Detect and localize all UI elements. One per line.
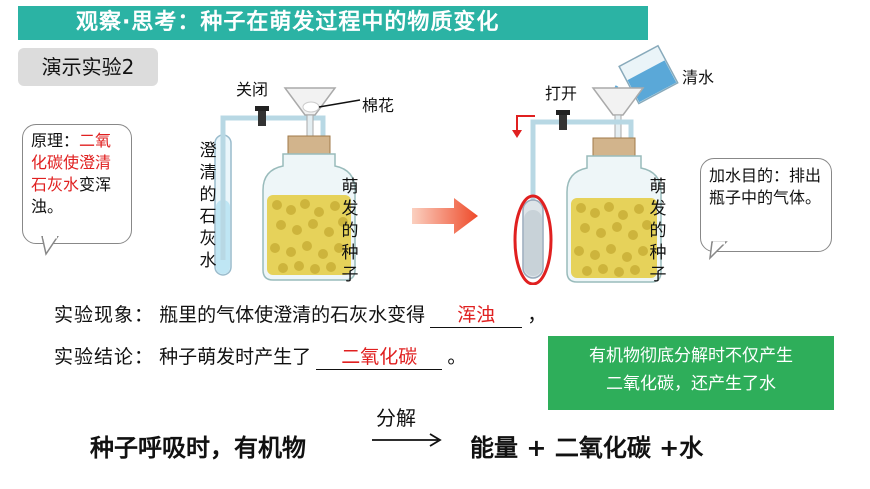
cotton-label: 棉花 [362, 96, 395, 115]
principle-suffix: 变浑浊。 [31, 175, 112, 216]
left-apparatus [214, 87, 361, 281]
green-note-line1: 有机物彻底分解时不仅产生 [589, 346, 793, 366]
left-seeds-label: 萌发的种子 [341, 177, 359, 285]
phenomenon-label: 实验现象： [54, 304, 155, 326]
phenomenon-answer: 浑浊 [430, 300, 523, 328]
phenomenon-row: 实验现象： 瓶里的气体使澄清的石灰水变得 浑浊 ， [54, 300, 546, 328]
conclusion-end: 。 [447, 346, 467, 368]
conclusion-text: 种子萌发时产生了 [159, 346, 312, 368]
equation-right: 能量 + 二氧化碳 +水 [470, 434, 704, 462]
green-note: 有机物彻底分解时不仅产生 二氧化碳，还产生了水 [548, 336, 834, 410]
equation-left: 种子呼吸时，有机物 [90, 434, 306, 462]
limewater-label: 澄清的石灰水 [199, 141, 217, 271]
conclusion-row: 实验结论： 种子萌发时产生了 二氧化碳 。 [54, 342, 466, 370]
bubble-tail-left [41, 236, 59, 256]
right-apparatus [512, 44, 679, 285]
principle-prefix: 原理： [31, 131, 80, 150]
left-valve-label: 关闭 [236, 80, 269, 99]
phenomenon-end: ， [527, 304, 547, 326]
right-seeds-label: 萌发的种子 [649, 177, 667, 285]
green-note-line2: 二氧化碳，还产生了水 [606, 374, 776, 394]
conclusion-answer: 二氧化碳 [316, 342, 443, 370]
conclusion-label: 实验结论： [54, 346, 155, 368]
transition-arrow-icon [412, 198, 478, 234]
water-label: 清水 [682, 68, 715, 87]
purpose-text: 加水目的：排出瓶子中的气体。 [709, 166, 822, 207]
page-title: 观察·思考：种子在萌发过程中的物质变化 [18, 6, 648, 40]
purpose-bubble: 加水目的：排出瓶子中的气体。 [700, 158, 832, 252]
equation-arrow-icon [372, 433, 442, 447]
phenomenon-text: 瓶里的气体使澄清的石灰水变得 [159, 304, 426, 326]
bubble-tail-right [708, 241, 728, 260]
principle-bubble: 原理：二氧化碳使澄清石灰水变浑浊。 [22, 124, 132, 244]
principle-text: 原理：二氧化碳使澄清石灰水变浑浊。 [23, 125, 131, 223]
equation-arrow-label: 分解 [376, 406, 416, 430]
right-valve-label: 打开 [545, 84, 578, 103]
principle-red: 二氧化碳使澄清石灰水 [31, 131, 112, 194]
demo-tag: 演示实验2 [18, 48, 158, 86]
